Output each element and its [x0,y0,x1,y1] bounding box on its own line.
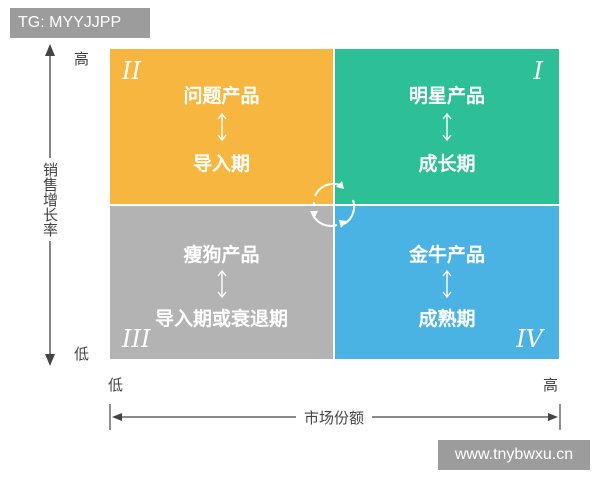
quadrant-stage: 导入期 [192,153,250,175]
x-axis-low-label: 低 [108,376,124,394]
quadrant-numeral: I [533,57,543,85]
quadrant-stage: 导入期或衰退期 [154,308,288,330]
y-axis-high-label: 高 [74,50,90,68]
quadrant-title: 瘦狗产品 [183,244,260,266]
quadrant-numeral: III [122,325,151,353]
double-arrow-icon [216,269,227,299]
quadrant-stage: 成长期 [418,153,476,175]
double-arrow-icon [442,112,452,142]
quadrant-stage: 成熟期 [418,308,476,330]
x-axis-high-label: 高 [543,376,559,394]
y-axis-low-label: 低 [74,345,90,363]
watermark-top: TG: MYYJJPP [10,8,150,38]
y-axis-label: 销售增长率 [41,158,60,241]
double-arrow-icon [216,112,227,142]
cycle-arrows-icon [310,181,356,228]
double-arrow-icon [442,269,452,299]
quadrant-dogs: 瘦狗产品 导入期或衰退期 III [110,206,333,359]
x-axis-label: 市场份额 [296,408,373,428]
quadrant-title: 金牛产品 [408,244,485,266]
watermark-bottom: www.tnybwxu.cn [438,440,590,470]
quadrant-title: 明星产品 [408,85,485,107]
quadrant-question-marks: II 问题产品 导入期 [110,49,333,204]
quadrant-title: 问题产品 [183,85,260,107]
quadrant-numeral: II [122,57,141,85]
bcg-matrix: II 问题产品 导入期 I 明星产品 成长期 瘦狗产品 导入期或衰退期 III … [110,49,559,359]
quadrant-stars: I 明星产品 成长期 [335,49,559,204]
quadrant-numeral: IV [516,325,543,353]
quadrant-cash-cows: 金牛产品 成熟期 IV [335,206,559,359]
